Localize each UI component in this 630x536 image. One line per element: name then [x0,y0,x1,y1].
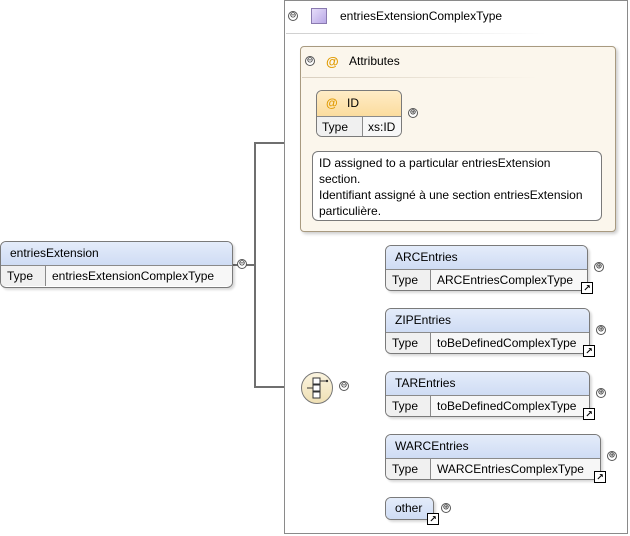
connector-to-complex [254,142,300,144]
root-element[interactable]: entriesExtension Type entriesExtensionCo… [0,241,233,288]
attribute-id-type-label: Type [317,117,363,136]
child-zipentries-expand-icon[interactable]: ⊕ [596,324,606,335]
root-element-name: entriesExtension [1,242,232,265]
child-type-value: WARCEntriesComplexType [431,459,600,479]
attribute-icon: @ [326,96,338,110]
child-type-label: Type [386,396,431,416]
connector-vertical-main [254,142,256,386]
child-warcentries-expand-icon[interactable]: ⊕ [607,450,617,461]
child-type-value: toBeDefinedComplexType [431,333,589,353]
complex-type-divider [286,33,546,34]
child-type-label: Type [386,459,431,479]
attribute-id-name: ID [347,96,360,110]
child-element-arcentries[interactable]: ARCEntries Type ARCEntriesComplexType [385,245,588,291]
doc-line-2: section. [319,172,361,186]
child-type-value: toBeDefinedComplexType [431,396,589,416]
child-type-label: Type [386,270,431,290]
child-type-value: ARCEntriesComplexType [431,270,587,290]
sequence-icon[interactable] [301,372,333,404]
child-element-name: WARCEntries [386,435,600,458]
attributes-icon: @ [326,54,339,69]
other-element[interactable]: other [385,497,434,520]
attribute-id-expand-icon[interactable]: ⊕ [408,107,418,118]
doc-line-1: ID assigned to a particular entriesExten… [319,156,551,170]
complex-type-icon [311,8,327,24]
child-element-name: TAREntries [386,372,589,395]
external-link-icon[interactable]: ↗ [581,282,593,294]
child-element-warcentries[interactable]: WARCEntries Type WARCEntriesComplexType [385,434,601,480]
attribute-documentation: ID assigned to a particular entriesExten… [312,151,602,221]
attributes-title: Attributes [349,54,400,68]
root-type-label: Type [1,266,46,286]
external-link-icon[interactable]: ↗ [583,345,595,357]
other-element-name: other [386,498,433,519]
connector-to-sequence [254,386,302,388]
child-element-name: ZIPEntries [386,309,589,332]
external-link-icon[interactable]: ↗ [427,513,439,525]
attributes-collapse-icon[interactable]: ⊖ [305,55,315,66]
other-expand-icon[interactable]: ⊕ [441,502,451,513]
child-tarentries-expand-icon[interactable]: ⊕ [596,387,606,398]
complex-type-collapse-icon[interactable]: ⊖ [288,10,298,21]
root-type-value: entriesExtensionComplexType [46,266,232,286]
root-collapse-icon[interactable]: ⊖ [237,258,247,269]
external-link-icon[interactable]: ↗ [594,471,606,483]
child-type-label: Type [386,333,431,353]
child-element-tarentries[interactable]: TAREntries Type toBeDefinedComplexType [385,371,590,417]
doc-line-3: Identifiant assigné à une section entrie… [319,188,583,202]
sequence-collapse-icon[interactable]: ⊖ [339,380,349,391]
child-element-zipentries[interactable]: ZIPEntries Type toBeDefinedComplexType [385,308,590,354]
external-link-icon[interactable]: ↗ [583,408,595,420]
complex-type-name: entriesExtensionComplexType [340,9,503,23]
attributes-divider [302,77,538,78]
doc-line-4: particulière. [319,204,382,218]
child-element-name: ARCEntries [386,246,587,269]
attribute-id[interactable]: @ ID Type xs:ID [316,90,402,137]
child-arcentries-expand-icon[interactable]: ⊕ [594,261,604,272]
attribute-id-type-value: xs:ID [363,117,401,136]
